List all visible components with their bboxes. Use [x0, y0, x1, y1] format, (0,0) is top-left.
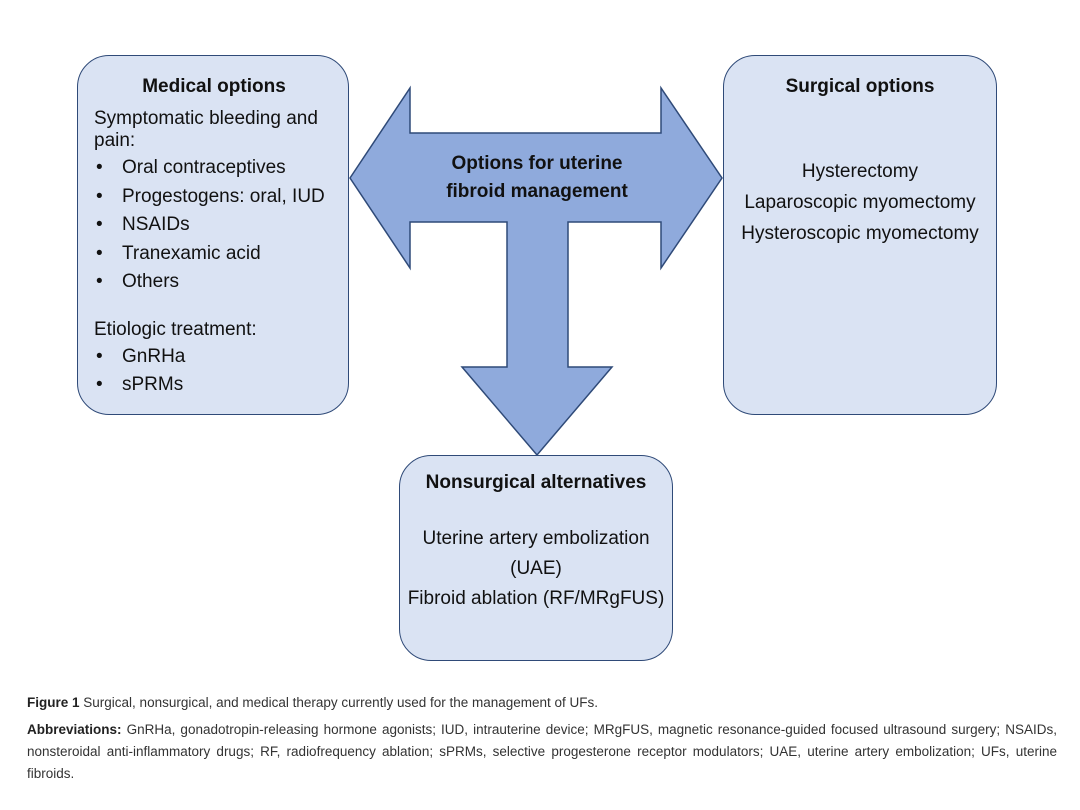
nonsurgical-item: Fibroid ablation (RF/MRgFUS)	[407, 588, 665, 609]
figure-text: Surgical, nonsurgical, and medical thera…	[83, 695, 599, 710]
list-item: GnRHa	[94, 343, 334, 372]
abbreviations-text: GnRHa, gonadotropin-releasing hormone ag…	[27, 722, 1057, 781]
list-item: Tranexamic acid	[94, 240, 334, 269]
list-item: sPRMs	[94, 371, 334, 400]
surgical-item: Laparoscopic myomectomy	[744, 192, 976, 213]
central-label-line2: fibroid management	[446, 181, 628, 202]
symptomatic-heading: Symptomatic bleeding and pain:	[94, 108, 318, 151]
list-item: Oral contraceptives	[94, 154, 334, 183]
surgical-options-box: Surgical options Hysterectomy Laparoscop…	[723, 55, 997, 415]
etiologic-heading: Etiologic treatment:	[94, 318, 257, 340]
surgical-item: Hysterectomy	[801, 161, 919, 182]
symptomatic-list: Oral contraceptives Progestogens: oral, …	[94, 154, 334, 297]
t-arrow-shape	[349, 85, 723, 457]
figure-caption: Figure 1 Surgical, nonsurgical, and medi…	[27, 695, 1057, 785]
etiologic-list: GnRHa sPRMs	[94, 343, 334, 400]
nonsurgical-alternatives-title: Nonsurgical alternatives	[425, 472, 647, 493]
medical-options-box: Medical options Symptomatic bleeding and…	[77, 55, 349, 415]
central-label-line1: Options for uterine	[451, 153, 623, 174]
list-item: Others	[94, 268, 334, 297]
surgical-options-title: Surgical options	[785, 76, 935, 97]
central-label: Options for uterine fibroid management	[430, 150, 644, 206]
abbreviations-label: Abbreviations:	[27, 722, 122, 737]
surgical-item: Hysteroscopic myomectomy	[741, 223, 979, 244]
list-item: Progestogens: oral, IUD	[94, 183, 334, 212]
nonsurgical-item: Uterine artery embolization (UAE)	[422, 528, 650, 579]
figure-label: Figure 1	[27, 695, 80, 710]
nonsurgical-alternatives-box: Nonsurgical alternatives Uterine artery …	[399, 455, 673, 661]
list-item: NSAIDs	[94, 211, 334, 240]
medical-options-title: Medical options	[142, 76, 286, 97]
